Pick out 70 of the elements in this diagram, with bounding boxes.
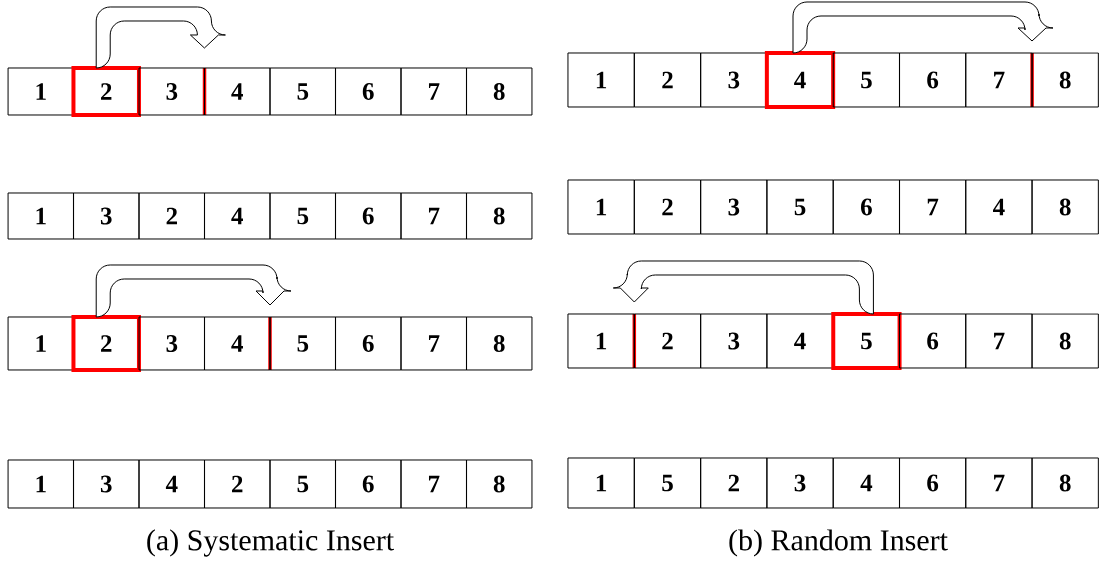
array-cell: 5 bbox=[269, 192, 337, 240]
array-cell: 8 bbox=[465, 459, 533, 509]
array-cell: 5 bbox=[832, 52, 901, 108]
array-cell: 8 bbox=[465, 316, 533, 371]
bent-arrow bbox=[792, 1, 1054, 54]
array-cell: 4 bbox=[138, 459, 206, 509]
array-cell: 5 bbox=[269, 459, 337, 509]
array-cell: 6 bbox=[898, 313, 967, 369]
array-cell: 5 bbox=[269, 67, 337, 116]
array-cell: 1 bbox=[567, 52, 635, 108]
array-cell: 6 bbox=[832, 179, 901, 235]
array-cell: 4 bbox=[965, 179, 1033, 235]
array-cell: 2 bbox=[633, 179, 702, 235]
panel-caption: (b) Random Insert bbox=[729, 529, 948, 557]
array-cell: 3 bbox=[138, 316, 206, 371]
array-cell: 1 bbox=[7, 459, 75, 509]
bent-arrow bbox=[95, 264, 292, 318]
array-cell: 7 bbox=[965, 313, 1033, 369]
array-cell: 7 bbox=[898, 179, 967, 235]
array-cell: 8 bbox=[1031, 179, 1099, 235]
array-cell: 1 bbox=[7, 316, 75, 371]
array-cell: 1 bbox=[7, 192, 75, 240]
array-cell: 7 bbox=[400, 67, 468, 116]
array-cell: 5 bbox=[633, 457, 702, 509]
array-cell: 7 bbox=[965, 457, 1033, 509]
array-cell: 3 bbox=[766, 457, 834, 509]
array-cell: 3 bbox=[72, 459, 140, 509]
bent-arrow bbox=[612, 260, 874, 315]
array-cell: 2 bbox=[700, 457, 768, 509]
array-cell: 1 bbox=[567, 313, 635, 369]
array-cell: 3 bbox=[138, 67, 206, 116]
array-cell: 7 bbox=[965, 52, 1033, 108]
array-cell: 4 bbox=[203, 316, 271, 371]
array-cell: 8 bbox=[1031, 52, 1099, 108]
array-cell: 2 bbox=[203, 459, 271, 509]
array-cell: 5 bbox=[766, 179, 834, 235]
selected-cell: 4 bbox=[764, 51, 836, 109]
array-cell: 3 bbox=[700, 52, 768, 108]
array-cell: 4 bbox=[832, 457, 901, 509]
array-cell: 6 bbox=[334, 316, 402, 371]
array-cell: 8 bbox=[465, 67, 533, 116]
array-cell: 4 bbox=[766, 313, 834, 369]
array-cell: 7 bbox=[400, 316, 468, 371]
array-cell: 4 bbox=[203, 192, 271, 240]
selected-cell: 5 bbox=[831, 312, 902, 370]
array-cell: 6 bbox=[898, 457, 967, 509]
array-cell: 8 bbox=[1031, 457, 1099, 509]
array-cell: 2 bbox=[138, 192, 206, 240]
bent-arrow bbox=[95, 6, 226, 69]
array-cell: 5 bbox=[269, 316, 337, 371]
array-cell: 3 bbox=[700, 313, 768, 369]
panel-caption: (a) Systematic Insert bbox=[147, 529, 394, 557]
array-cell: 6 bbox=[334, 67, 402, 116]
array-cell: 4 bbox=[203, 67, 271, 116]
array-cell: 6 bbox=[334, 192, 402, 240]
array-cell: 6 bbox=[898, 52, 967, 108]
array-cell: 3 bbox=[700, 179, 768, 235]
array-cell: 6 bbox=[334, 459, 402, 509]
array-cell: 8 bbox=[465, 192, 533, 240]
array-cell: 7 bbox=[400, 192, 468, 240]
array-cell: 1 bbox=[567, 179, 635, 235]
array-cell: 1 bbox=[567, 457, 635, 509]
selected-cell: 2 bbox=[71, 66, 141, 117]
array-cell: 1 bbox=[7, 67, 75, 116]
selected-cell: 2 bbox=[71, 315, 141, 372]
array-cell: 3 bbox=[72, 192, 140, 240]
array-cell: 7 bbox=[400, 459, 468, 509]
array-cell: 2 bbox=[633, 313, 702, 369]
array-cell: 8 bbox=[1031, 313, 1099, 369]
array-cell: 2 bbox=[633, 52, 702, 108]
